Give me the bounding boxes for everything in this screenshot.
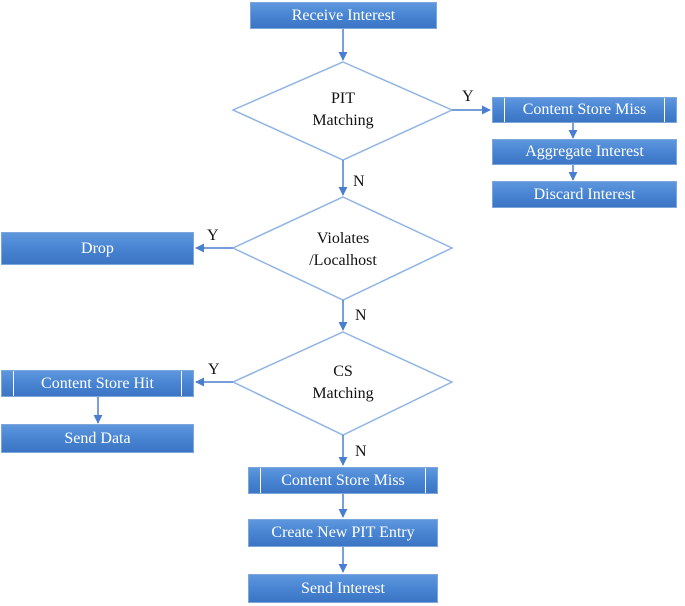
drop-box: Drop — [1, 232, 194, 265]
pit-no-label: N — [353, 173, 365, 190]
cs-matching-label: CS Matching — [283, 361, 403, 405]
content-store-miss-top-box: Content Store Miss — [492, 97, 677, 123]
send-data-box: Send Data — [1, 424, 194, 453]
violates-localhost-label: Violates /Localhost — [273, 228, 413, 272]
cs-yes-label: Y — [208, 361, 220, 378]
pit-matching-label: PIT Matching — [283, 88, 403, 132]
content-store-hit-box: Content Store Hit — [1, 370, 194, 397]
cs-matching-line-1: CS — [333, 363, 353, 380]
violates-localhost-line-2: /Localhost — [309, 252, 377, 269]
send-interest-box: Send Interest — [248, 574, 438, 603]
cs-matching-line-2: Matching — [312, 385, 374, 402]
pit-yes-label: Y — [462, 88, 474, 105]
pit-matching-line-2: Matching — [312, 112, 374, 129]
cs-no-label: N — [355, 443, 367, 460]
content-store-miss-bottom-box: Content Store Miss — [248, 467, 438, 494]
violates-localhost-line-1: Violates — [316, 230, 370, 247]
receive-interest-box: Receive Interest — [250, 2, 437, 29]
discard-interest-box: Discard Interest — [492, 181, 677, 208]
aggregate-interest-box: Aggregate Interest — [492, 139, 677, 165]
create-pit-entry-box: Create New PIT Entry — [248, 519, 438, 547]
violates-yes-label: Y — [207, 227, 219, 244]
pit-matching-line-1: PIT — [331, 90, 355, 107]
violates-no-label: N — [355, 307, 367, 324]
